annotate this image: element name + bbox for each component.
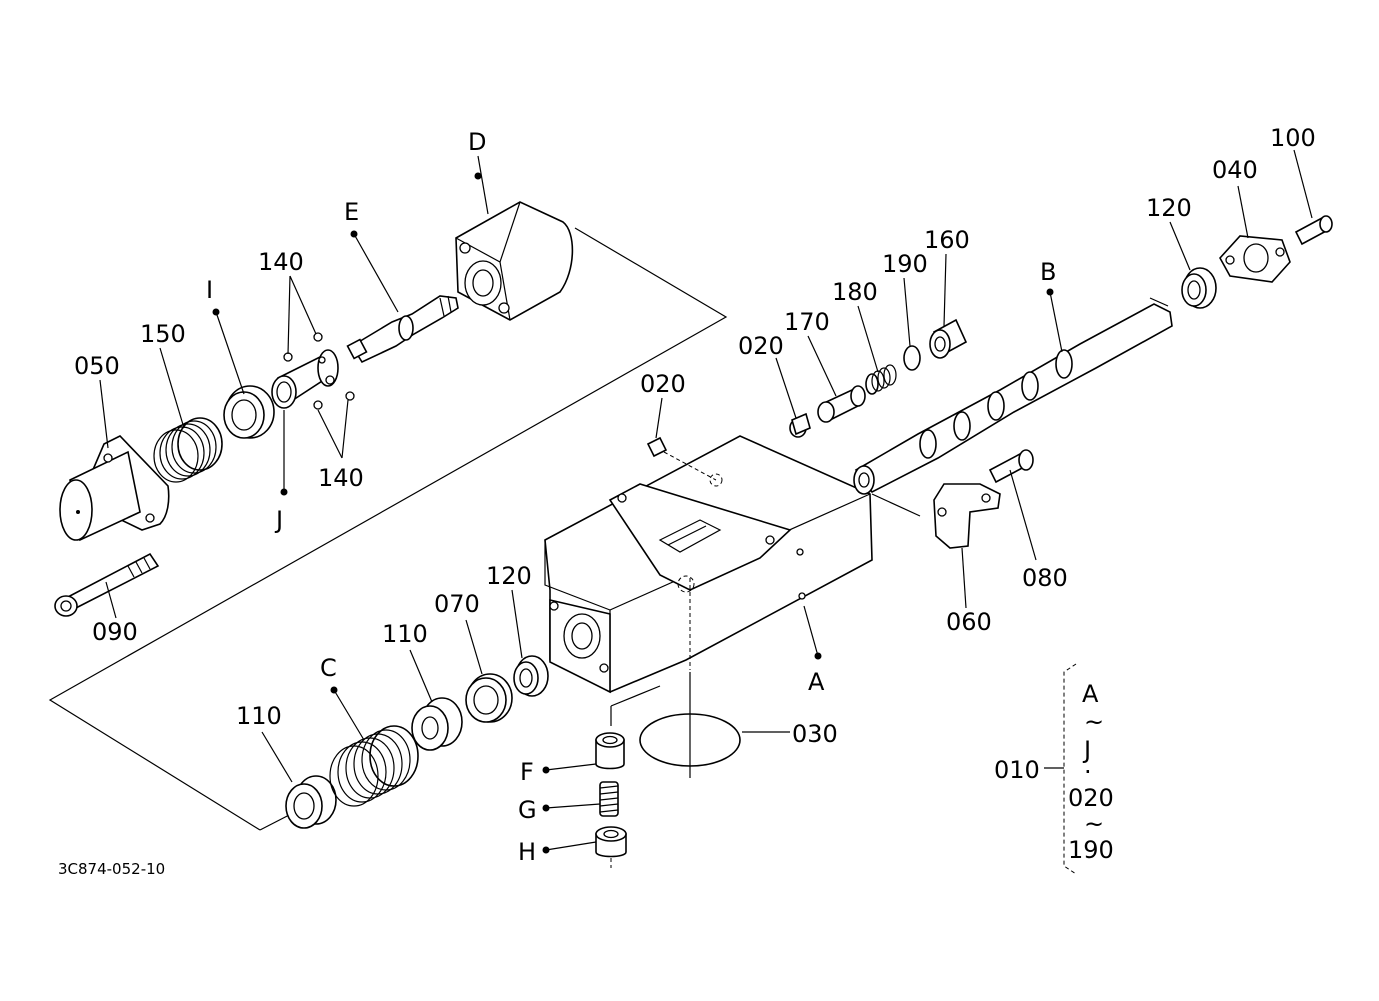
label-g: G	[518, 796, 537, 824]
label-020-upper: 020	[738, 332, 784, 360]
seat-110-lower	[285, 775, 337, 829]
spring-g	[599, 781, 619, 817]
legend-range1-end: J	[1082, 736, 1091, 764]
label-170: 170	[784, 308, 830, 336]
label-h: H	[518, 838, 536, 866]
plug-020-body	[646, 436, 723, 487]
o-ring-030	[639, 713, 741, 767]
plug-160	[929, 318, 968, 359]
spring-180	[865, 364, 897, 395]
label-i: I	[206, 276, 213, 304]
label-020-body: 020	[640, 370, 686, 398]
callout-dots	[212, 172, 1054, 854]
label-e: E	[344, 198, 359, 226]
seal-120-upper	[1181, 267, 1217, 309]
label-030: 030	[792, 720, 838, 748]
valve-body	[544, 435, 873, 778]
label-040: 040	[1212, 156, 1258, 184]
o-ring-190	[903, 345, 921, 371]
label-100: 100	[1270, 124, 1316, 152]
spring-150	[153, 417, 223, 483]
bolt-080	[988, 449, 1034, 484]
label-110-upper: 110	[382, 620, 428, 648]
spool-b	[853, 297, 1173, 495]
ball-140	[283, 332, 355, 410]
legend-range2-tilde: ~	[1084, 810, 1104, 838]
seat-h	[595, 685, 661, 868]
label-f: F	[520, 758, 534, 786]
sleeve-j	[271, 349, 339, 409]
plug-020-upper	[789, 412, 811, 438]
cover-d	[455, 201, 574, 321]
seal-120-lower	[513, 655, 549, 697]
cap-050	[59, 435, 170, 542]
drawing-reference-number: 3C874-052-10	[58, 860, 165, 878]
legend-separator: ·	[1084, 758, 1092, 786]
label-160: 160	[924, 226, 970, 254]
label-d: D	[468, 128, 486, 156]
legend-assembly-number: 010	[994, 756, 1040, 784]
label-140-upper: 140	[258, 248, 304, 276]
legend-range2-end: 190	[1068, 836, 1114, 864]
plate-040	[1219, 235, 1291, 283]
legend-range2-start: 020	[1068, 784, 1114, 812]
legend-range1-start: A	[1082, 680, 1099, 708]
label-180: 180	[832, 278, 878, 306]
washer-070	[465, 673, 513, 723]
label-190: 190	[882, 250, 928, 278]
label-120-lower: 120	[486, 562, 532, 590]
callout-labels: D E 140 I 150 050 140 J 090 020 020 170 …	[74, 124, 1316, 866]
assembly-legend: 010 A ~ J · 020 ~ 190	[994, 663, 1114, 875]
seat-110-upper	[411, 697, 463, 751]
spool-e	[346, 295, 459, 364]
label-090: 090	[92, 618, 138, 646]
poppet-f	[595, 732, 625, 770]
label-120-upper: 120	[1146, 194, 1192, 222]
bolt-100	[1294, 215, 1333, 246]
label-150: 150	[140, 320, 186, 348]
label-j: J	[274, 506, 283, 534]
bolt-090	[54, 552, 160, 617]
label-c: C	[320, 654, 337, 682]
label-060: 060	[946, 608, 992, 636]
piston-170	[817, 385, 866, 423]
label-b: B	[1040, 258, 1056, 286]
leader-lines	[99, 149, 1313, 851]
label-110-lower: 110	[236, 702, 282, 730]
label-a: A	[808, 668, 825, 696]
label-080: 080	[1022, 564, 1068, 592]
bracket-060	[871, 483, 1001, 549]
label-140-lower: 140	[318, 464, 364, 492]
label-070: 070	[434, 590, 480, 618]
legend-range1-tilde: ~	[1084, 708, 1104, 736]
spring-c	[329, 725, 419, 807]
seat-i	[223, 385, 275, 439]
label-050: 050	[74, 352, 120, 380]
